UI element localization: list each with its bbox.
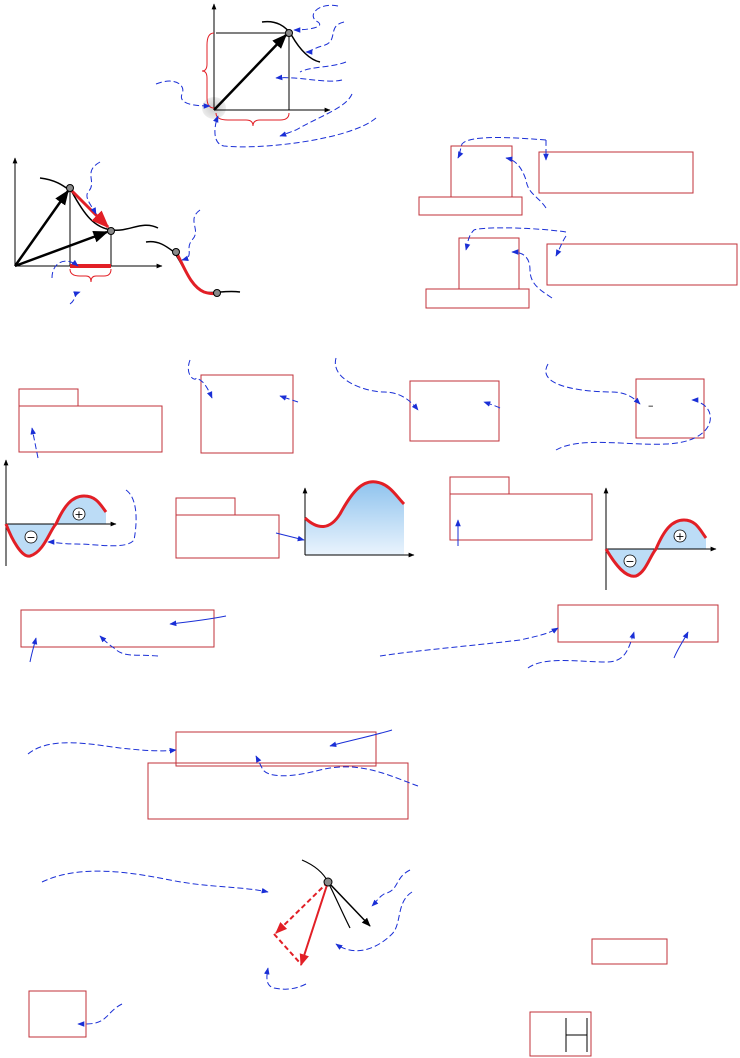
vertical-brace [201,32,215,109]
text-box [425,288,530,309]
function-curve [303,480,406,528]
horizontal-brace [69,268,112,283]
function-curve [4,494,108,558]
point-marker [323,877,333,887]
annotation-arrows-middle [51,161,201,305]
text-box [200,374,294,454]
force-vector [299,881,329,967]
text-box [591,938,668,965]
annotation-arrow [47,489,137,547]
text-box [175,731,377,767]
annotation-arrows-row5 [29,615,689,669]
displacement-vector [69,188,110,229]
text-box [175,514,280,559]
text-box [409,380,500,442]
box-group-row4 [175,476,593,559]
text-box [635,378,705,439]
vector-diagram-middle [12,157,241,305]
annotation-arrows-row3 [30,357,711,459]
text-box [557,604,719,643]
path-segment [174,251,218,296]
text-box [449,476,510,495]
signed-area-graph-left: + − [3,459,137,566]
text-box [529,1011,592,1057]
annotation-arrows-upper-right [457,137,567,299]
text-box [546,243,738,286]
trajectory-curve [301,859,351,929]
point-marker [285,29,293,37]
plus-sign-circle [673,529,687,543]
force-component-1 [275,881,329,934]
text-box [449,493,593,541]
text-box [418,196,523,216]
position-vector [213,33,288,111]
box-group-bottom [28,938,668,1057]
position-vector-2 [14,230,109,268]
tangent-vector [327,881,371,927]
trajectory-curve [261,20,321,63]
point-marker-2 [107,227,115,235]
box-group-row5 [20,604,719,648]
annotation-arrow [275,532,305,542]
text-box [20,609,215,648]
path-point-end [213,289,221,297]
minus-sign-circle [623,554,637,568]
area-fill [305,481,404,555]
position-vector-1 [13,189,70,267]
minus-sign: − [625,555,634,568]
dash-symbol: – [648,399,654,412]
vector-diagram-top [155,3,377,148]
plus-sign-circle [72,507,86,521]
trajectory-curve [39,177,159,231]
text-box [147,762,409,820]
box-group-row6 [147,731,409,820]
text-box [28,990,87,1038]
signed-area-graph-right: + − [603,487,717,590]
text-box [458,237,520,290]
text-box [450,145,513,198]
area-graph [302,480,415,558]
plus-sign: + [74,508,83,521]
box-group-upper-right [418,145,738,309]
horizontal-brace [215,112,290,127]
function-curve [604,518,708,578]
plus-sign: + [675,530,684,543]
minus-sign-circle [24,530,38,544]
text-box [175,497,236,516]
annotation-arrows-row7 [41,869,413,1027]
point-marker-1 [66,184,74,192]
text-box [18,405,163,453]
box-group-row3 [18,374,705,454]
annotation-arrows-top [155,4,377,148]
minus-sign: − [26,531,35,544]
text-box [538,151,694,194]
annotation-arrows-row6 [27,729,419,787]
path-point-start [172,248,180,256]
force-component-2 [273,933,301,964]
bracket-symbol [565,1018,588,1052]
text-box [18,388,79,407]
vector-decomposition [41,859,413,1027]
